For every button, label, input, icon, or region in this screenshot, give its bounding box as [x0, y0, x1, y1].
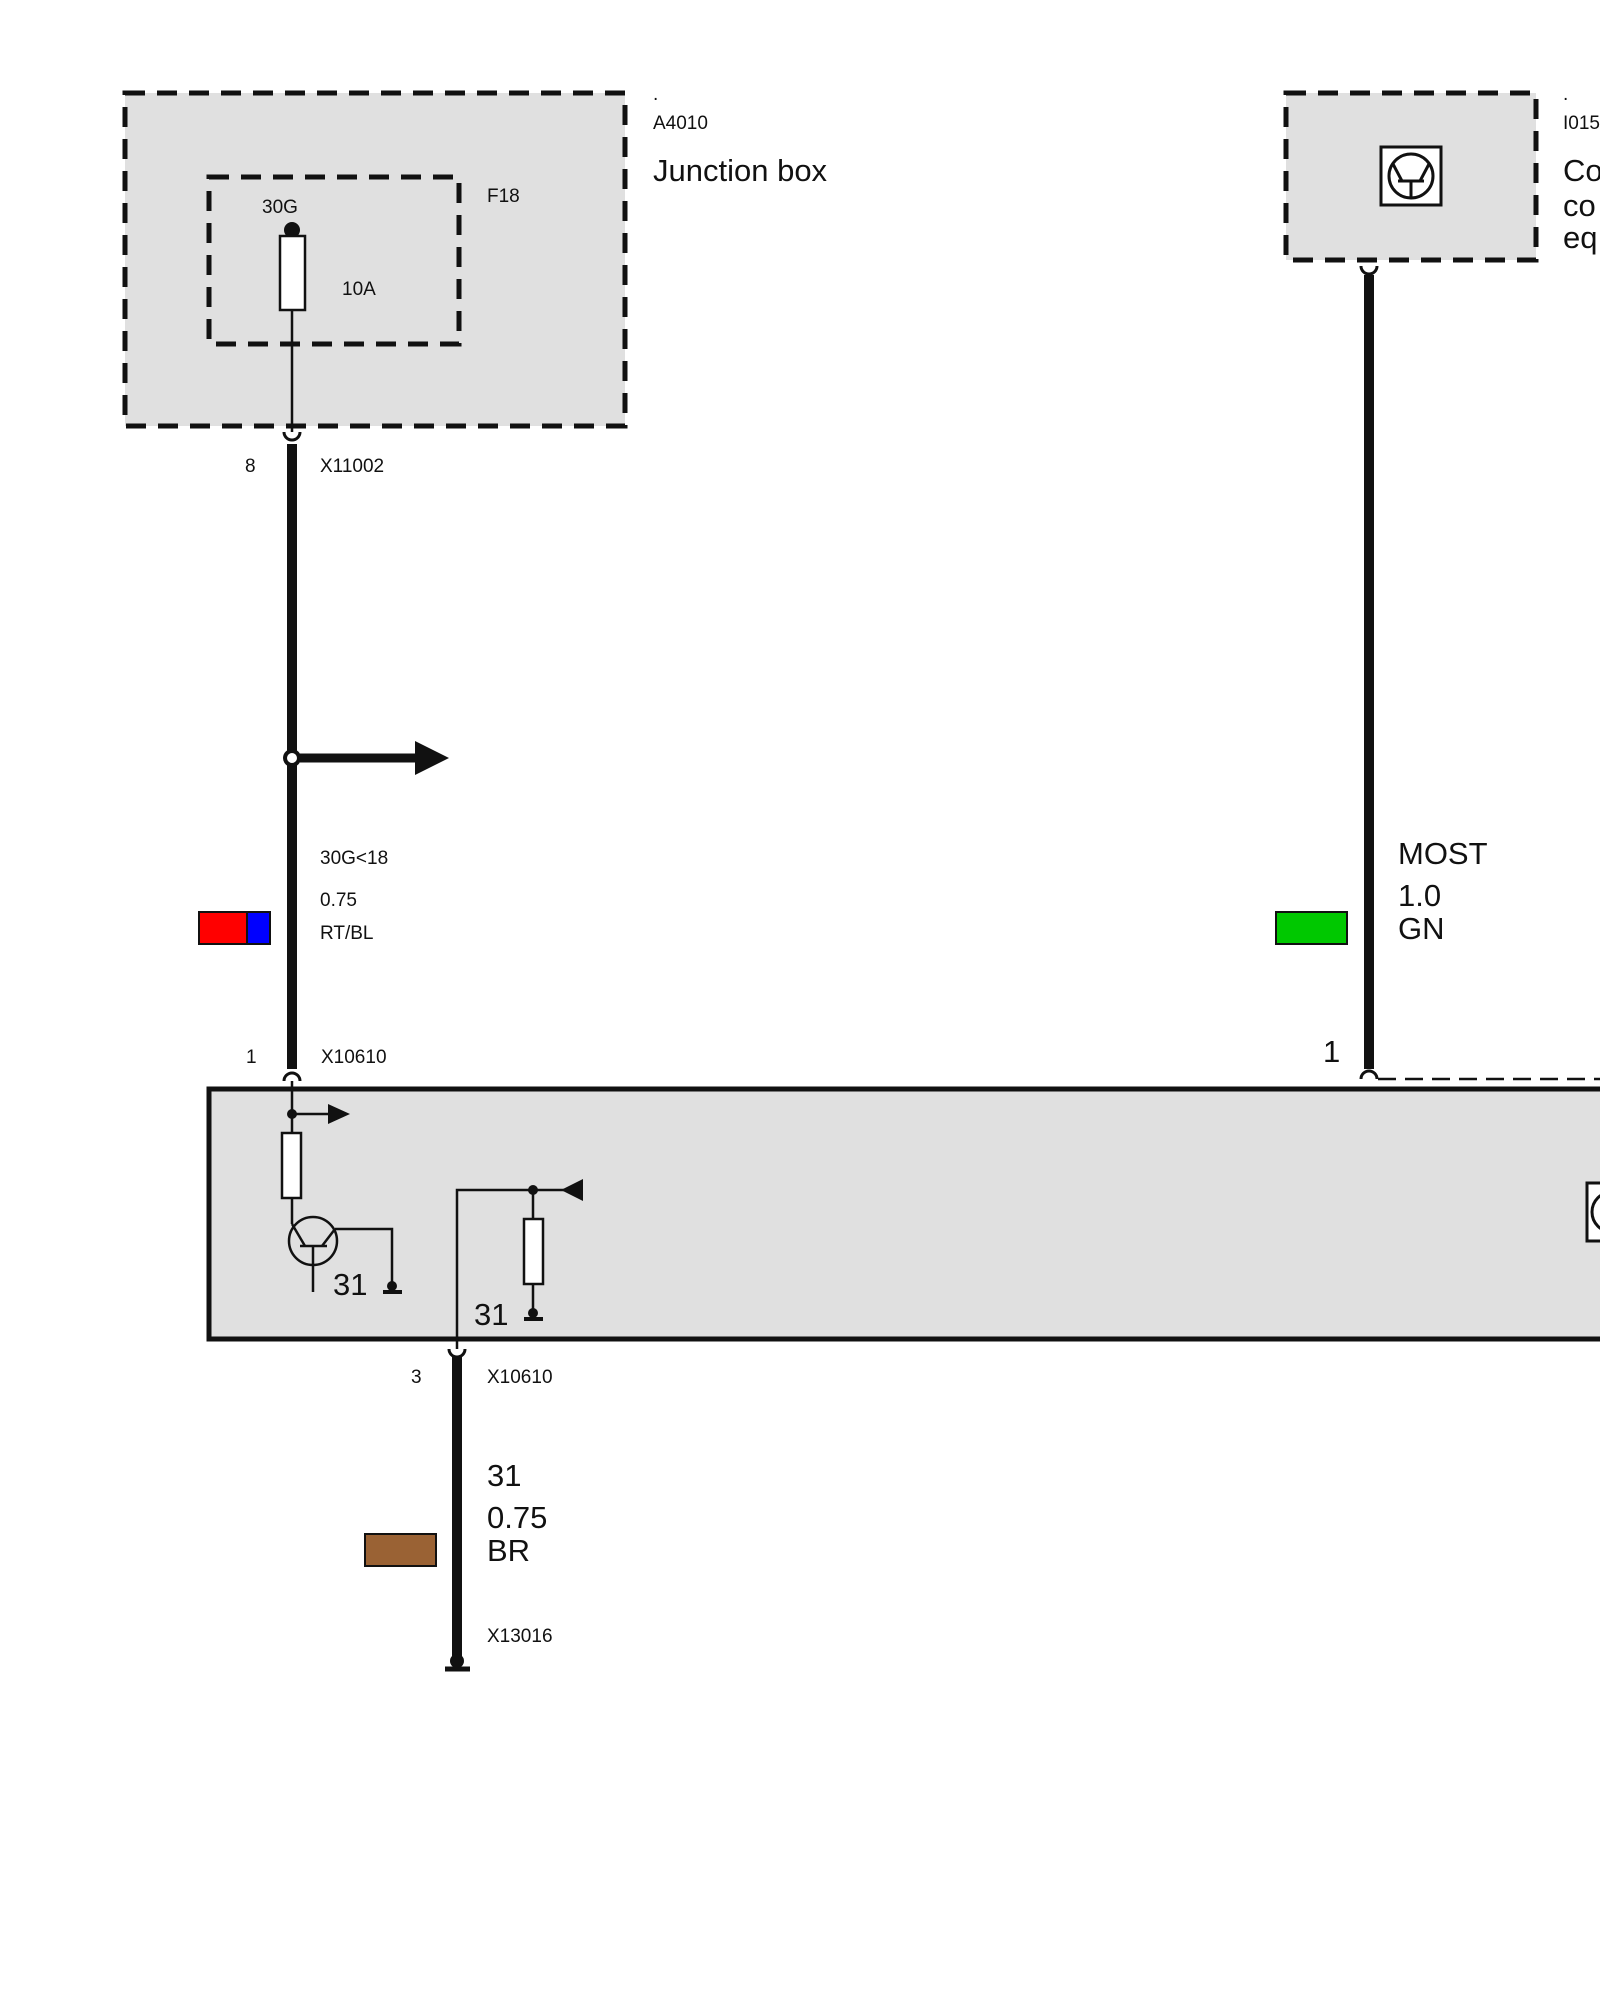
wire-ground-color-swatch [364, 1533, 437, 1567]
control-unit-dot: . [1563, 84, 1568, 105]
control-unit-socket [1359, 265, 1379, 276]
connector-x11002[interactable]: 8 X11002 [245, 431, 384, 477]
wire-power-branch-arrow-icon [415, 741, 449, 775]
control-unit-name-line-2: co [1563, 188, 1596, 223]
module-top-socket [282, 1071, 302, 1082]
fuse-holder-outline [206, 174, 462, 347]
connector-x11002-socket [282, 431, 302, 442]
wire-power-color-code: RT/BL [320, 923, 374, 944]
internal-ground-lead-left [335, 1227, 394, 1288]
module-bottom-socket [447, 1348, 467, 1359]
wire-most-socket [1359, 1069, 1379, 1080]
internal-transistor-icon [287, 1215, 339, 1292]
fuse-icon [278, 234, 307, 312]
module-bottom-connector: X10610 [487, 1367, 553, 1388]
junction-box-name: Junction box [653, 153, 828, 188]
module-top-connector: X10610 [321, 1047, 387, 1068]
connector-x11002-label: X11002 [320, 456, 384, 477]
wire-power-splice [283, 749, 301, 767]
wire-most-signal: MOST [1398, 836, 1488, 871]
control-unit-name-line-1: Co [1563, 153, 1600, 188]
wire-ground-gauge: 0.75 [487, 1500, 547, 1535]
control-unit-name-line-3: eq [1563, 220, 1597, 255]
fuse-rating: 10A [342, 279, 376, 300]
module-ground-label-right: 31 [474, 1297, 508, 1332]
internal-input-arrow-icon [561, 1179, 583, 1201]
junction-box[interactable]: . A4010 Junction box F18 30G 10A [122, 84, 828, 432]
internal-resistor-icon [280, 1131, 303, 1200]
wire-most-gauge: 1.0 [1398, 878, 1441, 913]
internal-branch-arrow-icon [328, 1104, 350, 1124]
module-edge-icon-circle [1590, 1194, 1600, 1230]
fuse-terminal-label: 30G [262, 197, 298, 218]
ground-point-dot [450, 1654, 464, 1668]
junction-box-id: A4010 [653, 113, 708, 134]
internal-lead-right [455, 1188, 533, 1349]
wire-ground-signal: 31 [487, 1458, 521, 1493]
connector-x11002-pin: 8 [245, 456, 256, 477]
internal-ground-dot-right [528, 1308, 538, 1318]
wire-ground[interactable]: 31 0.75 BR X13016 [364, 1357, 553, 1672]
internal-resistor-right-icon [522, 1217, 545, 1286]
module[interactable]: 1 X10610 31 31 [206, 1047, 1600, 1388]
wire-power[interactable]: 30G<18 0.75 RT/BL [198, 444, 449, 1069]
wire-power-color-swatch-blue [246, 911, 271, 945]
wire-power-color-swatch-red [198, 911, 248, 945]
transistor-icon [1379, 145, 1443, 207]
module-bottom-pin: 3 [411, 1367, 422, 1388]
control-unit-id: I015 [1563, 113, 1600, 134]
fuse-name: F18 [487, 186, 520, 207]
wire-most-color-swatch [1275, 911, 1348, 945]
junction-box-dot: . [653, 84, 658, 105]
wire-most-pin: 1 [1323, 1034, 1340, 1069]
wire-most[interactable]: MOST 1.0 GN 1 [1275, 275, 1600, 1081]
wire-power-signal: 30G<18 [320, 848, 388, 869]
control-unit[interactable]: . I015 Co co eq [1283, 84, 1600, 276]
wire-ground-connector: X13016 [487, 1626, 553, 1647]
module-outline [206, 1086, 1600, 1342]
wire-most-color-code: GN [1398, 911, 1445, 946]
internal-ground-dot-left [387, 1281, 397, 1291]
module-top-pin: 1 [246, 1047, 257, 1068]
wire-ground-color-code: BR [487, 1533, 530, 1568]
module-ground-label-left: 31 [333, 1267, 367, 1302]
wire-power-gauge: 0.75 [320, 890, 357, 911]
junction-box-outline [122, 90, 628, 429]
